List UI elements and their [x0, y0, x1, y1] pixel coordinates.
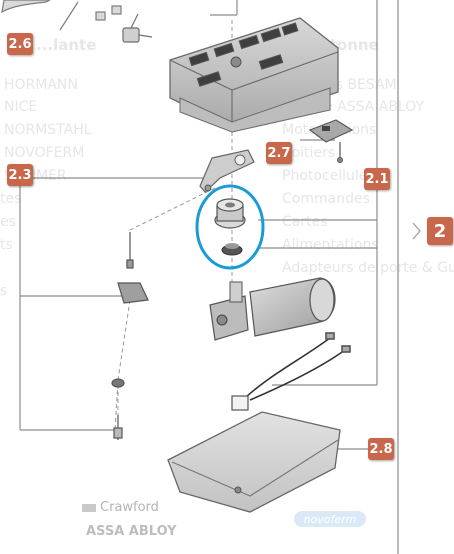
ghost-category-item: Boitiers [282, 145, 336, 161]
ghost-brand-item: es [0, 214, 16, 230]
top-bracket-part [1, 0, 122, 31]
ghost-brand-item: NORMSTAHL [4, 122, 92, 138]
assa-abloy-logo: ASSA ABLOY [86, 524, 177, 539]
crawford-logo: Crawford [82, 500, 159, 515]
wiring-harness-part [231, 332, 351, 411]
leader-lines [19, 0, 399, 554]
ghost-brand-item: NOVOFERM [4, 145, 85, 161]
part-badge-2[interactable]: 2 [427, 217, 453, 245]
motor-housing-part [169, 17, 339, 133]
chevron-right-icon [412, 222, 422, 240]
novoferm-logo: novoferm [294, 511, 366, 527]
pulley-bolt-part [111, 378, 125, 440]
part-badge-2-8[interactable]: 2.8 [368, 438, 394, 460]
ghost-category-item: Photocellules [282, 168, 375, 184]
part-badge-2-6[interactable]: 2.6 [7, 33, 33, 55]
ghost-category-item: Cartes [282, 214, 328, 230]
ghost-brand-item: HORMANN [4, 77, 78, 93]
light-cover-part [167, 411, 341, 513]
ghost-brand-item: NICE [4, 99, 38, 115]
crawford-text: Crawford [100, 500, 159, 515]
ghost-heading-left: ...lante [36, 36, 97, 54]
ghost-brand-item: s [0, 283, 8, 299]
ghost-category-item: Alimentations [282, 237, 379, 253]
connector-clip-part [122, 13, 153, 43]
sensor-cable-part [117, 232, 149, 304]
control-board-part [308, 119, 354, 163]
lever-bracket-part [199, 149, 255, 193]
crawford-mark-icon [82, 503, 96, 512]
part-badge-2-3[interactable]: 2.3 [7, 164, 33, 186]
highlighted-gear-parts [195, 184, 265, 270]
ghost-category-item: Commandes [282, 191, 370, 207]
ghost-category-item: Adapteurs de porte & Gu [282, 260, 454, 276]
part-badge-2-1[interactable]: 2.1 [364, 168, 390, 190]
ghost-brand-item: tes [0, 191, 22, 207]
electric-motor-part [209, 277, 336, 341]
highlight-circle [195, 184, 265, 270]
ghost-brand-item: ts [0, 237, 13, 253]
part-badge-2-7[interactable]: 2.7 [266, 142, 292, 164]
